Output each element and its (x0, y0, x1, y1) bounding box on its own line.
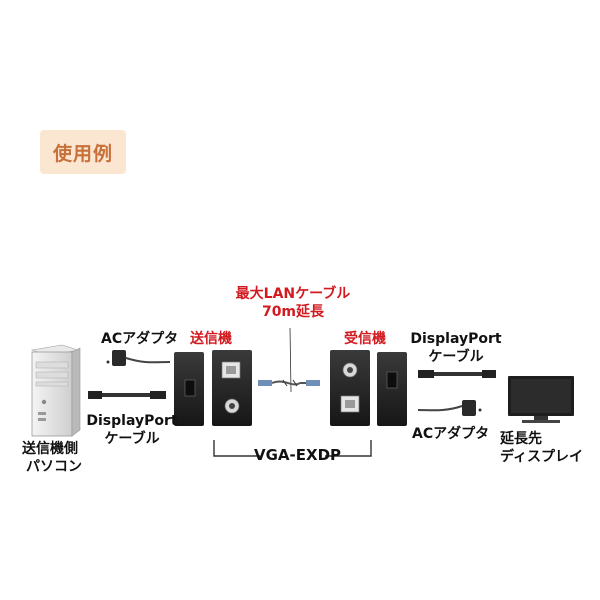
ac-adapter-left-label: ACアダプタ (101, 331, 179, 347)
receiver-label: 受信機 (344, 331, 386, 347)
receiver-back-icon (330, 350, 370, 426)
model-bracket (213, 440, 372, 457)
pc-label-line1: 送信機側 (22, 441, 78, 457)
dp-cable-left-label-line1: DisplayPort (86, 413, 178, 429)
transmitter-front-icon (174, 352, 204, 426)
transmitter-label: 送信機 (190, 331, 232, 347)
ac-adapter-right-label: ACアダプタ (412, 426, 490, 442)
pc-label: 送信機側 パソコン (22, 440, 82, 476)
ac-adapter-right-icon (417, 400, 482, 416)
display-label-line2: ディスプレイ (500, 449, 584, 465)
ac-adapter-left-icon (106, 350, 171, 366)
dp-cable-left-label-line2: ケーブル (104, 431, 160, 447)
transmitter-back-icon (212, 350, 252, 426)
pc-label-line2: パソコン (26, 459, 82, 475)
display-monitor-icon (508, 376, 574, 423)
section-badge: 使用例 (40, 130, 126, 174)
lan-cable-label-line2: 70m延長 (261, 304, 325, 320)
lan-cable-label: 最大LANケーブル 70m延長 (224, 285, 362, 321)
display-label: 延長先 ディスプレイ (500, 430, 583, 466)
dp-cable-right-label-line1: DisplayPort (410, 331, 502, 347)
dp-cable-right-icon (418, 370, 496, 378)
display-label-line1: 延長先 (500, 431, 542, 447)
pc-tower-icon (30, 344, 81, 437)
dp-cable-left-label: DisplayPort ケーブル (86, 412, 178, 448)
dp-cable-left-icon (88, 391, 166, 399)
dp-cable-right-label: DisplayPort ケーブル (410, 330, 502, 366)
dp-cable-right-label-line2: ケーブル (428, 349, 484, 365)
lan-cable-icon (258, 327, 320, 393)
receiver-front-icon (377, 352, 407, 426)
lan-cable-label-line1: 最大LANケーブル (235, 286, 351, 302)
model-label: VGA-EXDP (254, 446, 342, 464)
